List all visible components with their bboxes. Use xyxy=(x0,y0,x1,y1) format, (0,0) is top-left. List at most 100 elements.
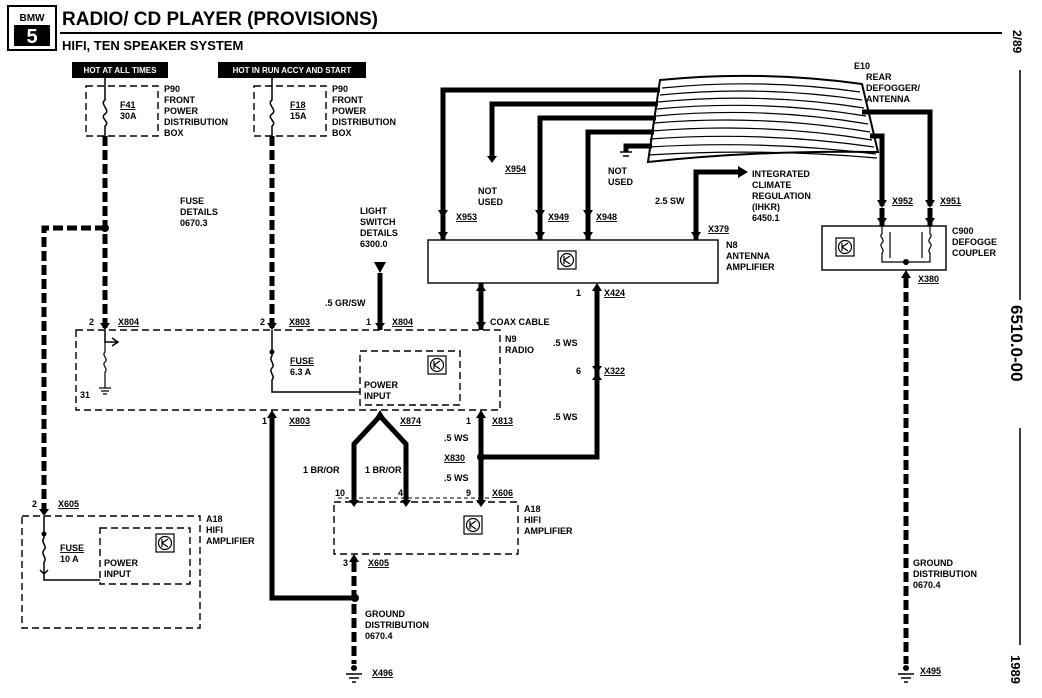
svg-text:X830: X830 xyxy=(444,453,465,463)
svg-text:RADIO: RADIO xyxy=(505,345,534,355)
page-title: RADIO/ CD PLAYER (PROVISIONS) xyxy=(62,9,378,30)
svg-text:1: 1 xyxy=(576,288,581,298)
svg-text:4: 4 xyxy=(398,488,403,498)
fuse-f18: F18 15A P90 FRONT POWER DISTRIBUTION BOX xyxy=(253,84,396,138)
hot-in-run-label: HOT IN RUN ACCY AND START xyxy=(233,66,352,75)
svg-text:X953: X953 xyxy=(456,212,477,222)
svg-text:1: 1 xyxy=(466,416,471,426)
svg-text:GROUND: GROUND xyxy=(913,558,953,568)
light-switch-arrow xyxy=(374,262,386,273)
hifi-amplifier-a18-left xyxy=(21,515,201,629)
fuse-f41: F41 30A P90 FRONT POWER DISTRIBUTION BOX xyxy=(85,84,228,138)
svg-text:DETAILS: DETAILS xyxy=(180,207,218,217)
wire-x951 xyxy=(862,109,933,206)
svg-text:N8: N8 xyxy=(726,240,738,250)
svg-text:POWER: POWER xyxy=(332,106,367,116)
svg-text:ANTENNA: ANTENNA xyxy=(866,94,910,104)
svg-text:(IHKR): (IHKR) xyxy=(752,202,780,212)
svg-text:X804: X804 xyxy=(392,317,413,327)
svg-text:.5 GR/SW: .5 GR/SW xyxy=(325,298,366,308)
ground-x495-icon xyxy=(898,665,914,683)
model-year: 1989 xyxy=(1008,655,1023,684)
svg-text:.5 WS: .5 WS xyxy=(444,433,469,443)
svg-text:DISTRIBUTION: DISTRIBUTION xyxy=(164,117,228,127)
radio-power-input xyxy=(359,350,461,406)
svg-text:USED: USED xyxy=(608,177,634,187)
wire-f41-to-amp xyxy=(41,225,105,512)
svg-text:X380: X380 xyxy=(918,274,939,284)
svg-text:X495: X495 xyxy=(920,666,941,676)
svg-text:FRONT: FRONT xyxy=(332,95,363,105)
svg-text:LIGHT: LIGHT xyxy=(360,206,387,216)
svg-text:AMPLIFIER: AMPLIFIER xyxy=(726,262,775,272)
svg-text:C900: C900 xyxy=(952,226,974,236)
svg-text:DISTRIBUTION: DISTRIBUTION xyxy=(913,569,977,579)
svg-text:NOT: NOT xyxy=(478,186,498,196)
svg-text:AMPLIFIER: AMPLIFIER xyxy=(206,536,255,546)
page-date: 2/89 xyxy=(1010,30,1024,54)
svg-text:DEFOGGER/: DEFOGGER/ xyxy=(866,83,921,93)
svg-text:0670.4: 0670.4 xyxy=(365,631,393,641)
wire-not-used xyxy=(623,143,652,152)
svg-text:0670.3: 0670.3 xyxy=(180,218,208,228)
svg-text:AMPLIFIER: AMPLIFIER xyxy=(524,526,573,536)
svg-text:X605: X605 xyxy=(368,558,389,568)
svg-text:X804: X804 xyxy=(118,317,139,327)
svg-text:X605: X605 xyxy=(58,499,79,509)
svg-text:POWER: POWER xyxy=(164,106,199,116)
svg-text:X949: X949 xyxy=(548,212,569,222)
svg-text:FUSE: FUSE xyxy=(60,543,84,553)
svg-text:10: 10 xyxy=(335,488,345,498)
svg-text:X948: X948 xyxy=(596,212,617,222)
svg-text:1: 1 xyxy=(366,317,371,327)
svg-text:DISTRIBUTION: DISTRIBUTION xyxy=(332,117,396,127)
svg-text:1 BR/OR: 1 BR/OR xyxy=(303,465,340,475)
wire-radio-ground xyxy=(269,418,355,601)
svg-text:REAR: REAR xyxy=(866,72,892,82)
svg-text:6: 6 xyxy=(576,366,581,376)
wire-x953 xyxy=(440,87,660,218)
svg-text:X874: X874 xyxy=(400,416,421,426)
svg-text:X952: X952 xyxy=(892,196,913,206)
svg-text:CLIMATE: CLIMATE xyxy=(752,180,791,190)
hot-at-all-times-label-bg xyxy=(72,62,168,78)
wire-x874-pair xyxy=(351,412,409,500)
svg-text:15A: 15A xyxy=(290,111,307,121)
svg-text:X954: X954 xyxy=(505,164,526,174)
page-subtitle: HIFI, TEN SPEAKER SYSTEM xyxy=(62,38,243,53)
bmw-logo: BMW 5 xyxy=(7,5,57,51)
svg-text:POWER: POWER xyxy=(364,380,399,390)
svg-text:3: 3 xyxy=(343,558,348,568)
logo-number: 5 xyxy=(26,26,37,48)
radio-transistor-icon xyxy=(427,355,447,375)
svg-text:.5 WS: .5 WS xyxy=(553,338,578,348)
svg-text:10 A: 10 A xyxy=(60,554,79,564)
svg-text:F18: F18 xyxy=(290,100,306,110)
svg-text:6300.0: 6300.0 xyxy=(360,239,388,249)
svg-text:ANTENNA: ANTENNA xyxy=(726,251,770,261)
svg-text:BOX: BOX xyxy=(332,128,352,138)
svg-text:N9: N9 xyxy=(505,334,517,344)
svg-text:P90: P90 xyxy=(164,84,180,94)
svg-text:DISTRIBUTION: DISTRIBUTION xyxy=(365,620,429,630)
svg-text:X803: X803 xyxy=(289,416,310,426)
svg-text:2: 2 xyxy=(32,499,37,509)
svg-text:INPUT: INPUT xyxy=(364,391,392,401)
wire-x954 xyxy=(489,101,658,158)
coupler-transistor-icon xyxy=(835,237,855,257)
svg-text:2.5 SW: 2.5 SW xyxy=(655,196,685,206)
svg-text:6.3 A: 6.3 A xyxy=(290,367,312,377)
amp-transistor-icon xyxy=(463,515,483,535)
svg-text:DEFOGGE: DEFOGGE xyxy=(952,237,997,247)
svg-text:X424: X424 xyxy=(604,288,625,298)
left-amp-transistor-icon xyxy=(155,533,175,553)
svg-text:1 BR/OR: 1 BR/OR xyxy=(365,465,402,475)
wire-x949 xyxy=(537,115,656,218)
svg-text:2: 2 xyxy=(260,317,265,327)
section-code: 6510.0-00 xyxy=(1007,305,1026,382)
svg-text:COUPLER: COUPLER xyxy=(952,248,997,258)
fuse-details-note: FUSE xyxy=(180,196,204,206)
svg-text:A18: A18 xyxy=(206,514,223,524)
svg-text:X813: X813 xyxy=(492,416,513,426)
